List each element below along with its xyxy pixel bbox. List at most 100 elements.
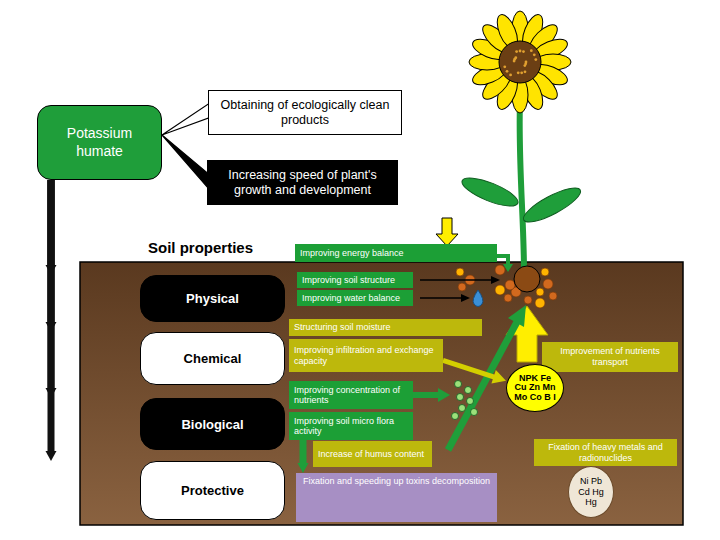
- soil-aggregate: [504, 294, 512, 302]
- nutrient-dot: [465, 387, 472, 394]
- section-heading: Soil properties: [148, 239, 253, 256]
- seed: [514, 56, 517, 59]
- connector: [162, 135, 208, 188]
- arrowhead: [298, 463, 309, 473]
- node-label: Improving water balance: [302, 293, 400, 303]
- effect-bar: Fixation and speeding up toxins decompos…: [296, 473, 497, 522]
- node-label: Obtaining of ecologically clean products: [215, 98, 395, 128]
- node-label: Improving energy balance: [300, 248, 404, 258]
- leaf: [459, 172, 521, 211]
- effect-bar: Improving concentration of nutrients: [289, 381, 413, 409]
- node-label: Biological: [181, 417, 243, 432]
- callout-tail: [162, 104, 209, 136]
- seed: [503, 65, 506, 68]
- callout-box: Obtaining of ecologically clean products: [208, 90, 402, 135]
- arrowhead: [491, 276, 500, 284]
- callout-tail: [162, 135, 208, 188]
- node-label: Improving soil micro flora activity: [294, 416, 408, 437]
- seeds: [503, 49, 537, 76]
- nutrient-dot: [467, 398, 474, 405]
- nutrient-dot: [455, 381, 462, 388]
- nutrient-dot: [457, 394, 464, 401]
- arrow: [413, 392, 440, 398]
- connector-line: [300, 440, 307, 464]
- soil-band: Soil propertiesPhysicalChemicalBiologica…: [80, 262, 683, 525]
- soil-aggregate: [456, 268, 464, 276]
- seed: [523, 64, 526, 67]
- connector-line: [443, 360, 497, 378]
- callout-box: Increasing speed of plant's growth and d…: [207, 160, 398, 205]
- seed: [530, 49, 533, 52]
- arrowhead: [438, 388, 450, 402]
- soil-aggregate: [495, 285, 505, 295]
- seed: [520, 71, 523, 74]
- node-label: Improving infiltration and exchange capa…: [294, 345, 438, 366]
- node-label: Structuring soil moisture: [294, 322, 391, 332]
- node-label: Improving soil structure: [302, 275, 395, 285]
- effect-bar: Improving soil micro flora activity: [289, 412, 413, 440]
- nutrient-dot: [452, 413, 459, 420]
- metal-circle: Ni Pb Cd Hg Hg: [568, 466, 614, 518]
- connector-line: [48, 180, 55, 452]
- property-box: Protective: [140, 461, 285, 520]
- effect-bar: Improving soil structure: [297, 272, 413, 288]
- seed: [515, 50, 518, 53]
- effect-bar: Improvement of nutrients transport: [542, 342, 678, 372]
- arrowhead: [461, 294, 470, 302]
- seed: [534, 58, 537, 61]
- soil-aggregate: [536, 288, 544, 296]
- petals: [469, 11, 571, 113]
- nutrient-dot: [459, 405, 466, 412]
- down-arrow: [436, 218, 458, 246]
- soil-aggregates: [456, 265, 557, 308]
- seed: [517, 71, 520, 74]
- node-label: Fixation of heavy metals and radionuclid…: [539, 442, 672, 464]
- node-label: NPK Fe Cu Zn Mn Mo Co B I: [514, 374, 556, 402]
- node-label: Fixation and speeding up toxins decompos…: [303, 476, 490, 487]
- node-label: Improving concentration of nutrients: [294, 385, 408, 406]
- effect-bar: Improving energy balance: [295, 244, 497, 262]
- soil-aggregate: [543, 279, 553, 289]
- soil-aggregate: [549, 292, 557, 300]
- node-label: Protective: [181, 483, 244, 498]
- arrowhead: [491, 370, 506, 384]
- nutrient-circle: NPK Fe Cu Zn Mn Mo Co B I: [506, 364, 564, 412]
- property-box: Chemical: [140, 332, 285, 385]
- seed: [522, 50, 525, 53]
- property-box: Biological: [140, 398, 285, 450]
- connector: [46, 180, 57, 461]
- seed: [509, 74, 512, 77]
- soil-aggregate: [535, 298, 545, 308]
- connector: [443, 360, 506, 383]
- seed: [506, 70, 509, 73]
- water-drop: [473, 290, 483, 307]
- seed: [533, 53, 536, 56]
- node-label: Potassium humate: [54, 125, 146, 160]
- soil-aggregate: [495, 265, 505, 275]
- product-box: Potassium humate: [37, 105, 162, 180]
- flower-center: [499, 41, 541, 83]
- node-label: Increase of humus content: [318, 449, 424, 459]
- node-label: Physical: [186, 291, 239, 306]
- soil-aggregate: [458, 283, 466, 291]
- node-label: Chemical: [184, 351, 242, 366]
- effect-bar: Improving water balance: [297, 290, 413, 306]
- seed: [524, 70, 527, 73]
- effect-bar: Fixation of heavy metals and radionuclid…: [534, 439, 677, 466]
- connector: [298, 440, 309, 473]
- node-label: Ni Pb Cd Hg Hg: [576, 476, 606, 508]
- effect-bar: Structuring soil moisture: [289, 319, 482, 336]
- uptake-arrowhead: [508, 305, 526, 327]
- arrow: [420, 279, 492, 281]
- node-label: Increasing speed of plant's growth and d…: [214, 168, 391, 198]
- arrowhead: [46, 451, 57, 461]
- nutrient-dots: [452, 381, 478, 420]
- seed: [519, 50, 522, 53]
- soil-aggregate: [541, 268, 549, 276]
- soil-aggregate: [505, 280, 515, 290]
- soil-band: [80, 262, 683, 525]
- node-label: Improvement of nutrients transport: [547, 346, 673, 368]
- connector: [162, 104, 209, 136]
- effect-bar: Improving infiltration and exchange capa…: [289, 339, 443, 372]
